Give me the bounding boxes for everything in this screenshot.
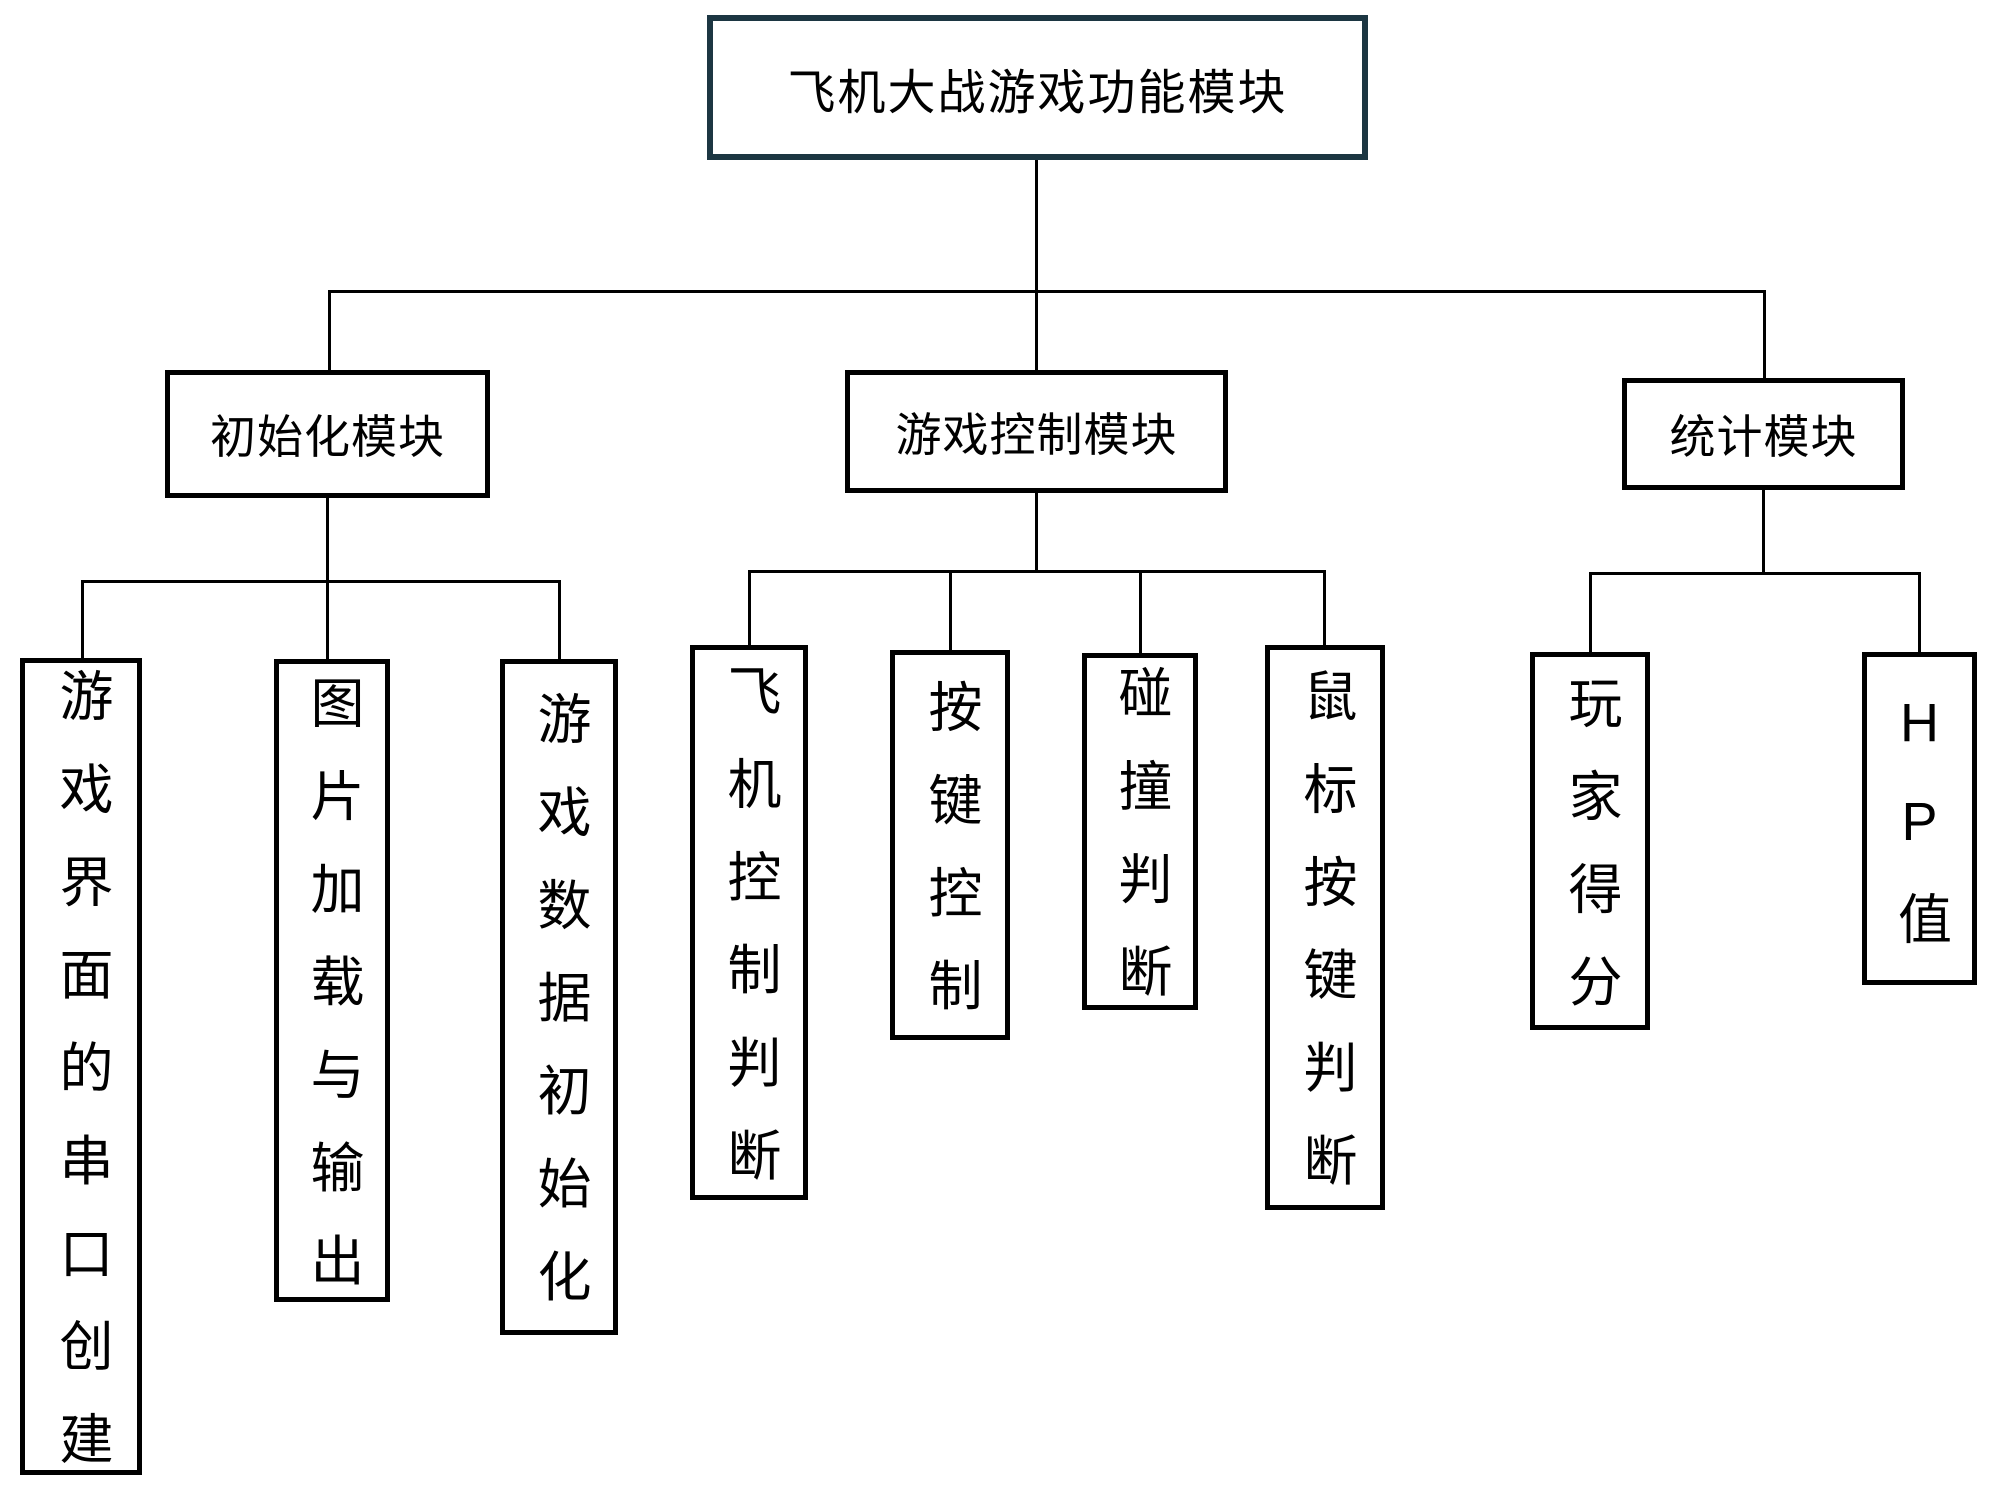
leaf-image-load-output: 图片加载与输出 [274, 659, 390, 1325]
connector-control-child3-drop [1139, 570, 1142, 653]
connector-level2-rail [328, 290, 1765, 293]
connector-root-drop [1035, 160, 1038, 370]
leaf-game-data-init-label: 游戏数据初始化 [529, 691, 589, 1342]
leaf-collision-judge-label: 碰撞判断 [1110, 665, 1170, 1037]
root-node: 飞机大战游戏功能模块 [707, 15, 1368, 160]
module-box-game-control: 游戏控制模块 [845, 370, 1228, 493]
leaf-plane-control-judge: 飞机控制判断 [690, 645, 808, 1221]
module-box-statistics: 统计模块 [1622, 378, 1905, 490]
leaf-player-score-label: 玩家得分 [1560, 674, 1620, 1047]
module-box-initialization: 初始化模块 [165, 370, 490, 498]
connector-control-child4-drop [1323, 570, 1326, 645]
connector-stats-child2-drop [1918, 572, 1921, 652]
module-statistics-label: 统计模块 [1669, 411, 1858, 463]
connector-stats-child1-drop [1589, 572, 1592, 652]
connector-control-child2-drop [949, 570, 952, 650]
connector-stats-rail [1589, 572, 1921, 575]
connector-control-child1-drop [748, 570, 751, 645]
leaf-game-ui-serial-creation: 游戏界面的串口创建 [20, 658, 142, 1490]
leaf-game-ui-serial-creation-label: 游戏界面的串口创建 [51, 667, 111, 1490]
connector-init-rail [81, 580, 560, 583]
leaf-image-load-output-label: 图片加载与输出 [302, 674, 362, 1326]
module-initialization-label: 初始化模块 [210, 411, 445, 463]
connector-stats-center-drop [1762, 490, 1765, 572]
connector-control-rail [748, 570, 1326, 573]
leaf-plane-control-judge-label: 飞机控制判断 [719, 663, 779, 1221]
leaf-game-data-init: 游戏数据初始化 [500, 659, 618, 1342]
leaf-mouse-button-judge: 鼠标按键判断 [1265, 645, 1385, 1226]
leaf-key-control-label: 按键控制 [920, 678, 980, 1051]
leaf-hp-value: HP值 [1862, 652, 1977, 985]
connector-init-child3-drop [558, 580, 561, 659]
leaf-hp-value-label: HP值 [1889, 692, 1950, 984]
module-game-control-label: 游戏控制模块 [895, 408, 1178, 461]
leaf-key-control: 按键控制 [890, 650, 1010, 1050]
leaf-mouse-button-judge-label: 鼠标按键判断 [1295, 668, 1355, 1226]
connector-control-center-drop [1035, 493, 1038, 573]
leaf-player-score: 玩家得分 [1530, 652, 1650, 1046]
connector-drop-initialization [328, 290, 331, 370]
connector-init-center-drop [326, 498, 329, 659]
connector-drop-statistics [1763, 290, 1766, 378]
root-node-label: 飞机大战游戏功能模块 [787, 66, 1288, 120]
leaf-collision-judge: 碰撞判断 [1082, 653, 1198, 1037]
connector-init-child1-drop [81, 580, 84, 658]
